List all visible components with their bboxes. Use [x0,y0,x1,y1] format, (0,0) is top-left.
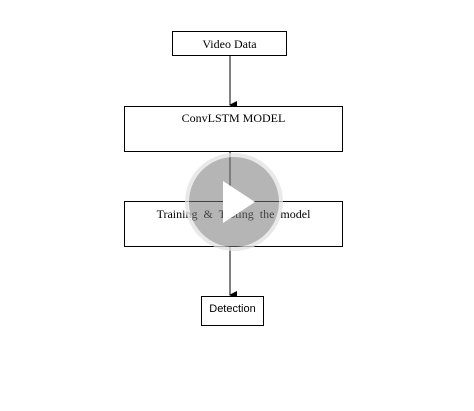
node-video-data: Video Data [172,31,287,56]
node-convlstm-model: ConvLSTM MODEL [124,106,343,152]
node-detection-label: Detection [209,303,256,315]
play-button[interactable] [189,157,279,247]
play-icon [223,181,255,223]
node-convlstm-model-label: ConvLSTM MODEL [181,111,286,125]
node-detection: Detection [201,296,264,326]
node-video-data-label: Video Data [202,37,257,51]
